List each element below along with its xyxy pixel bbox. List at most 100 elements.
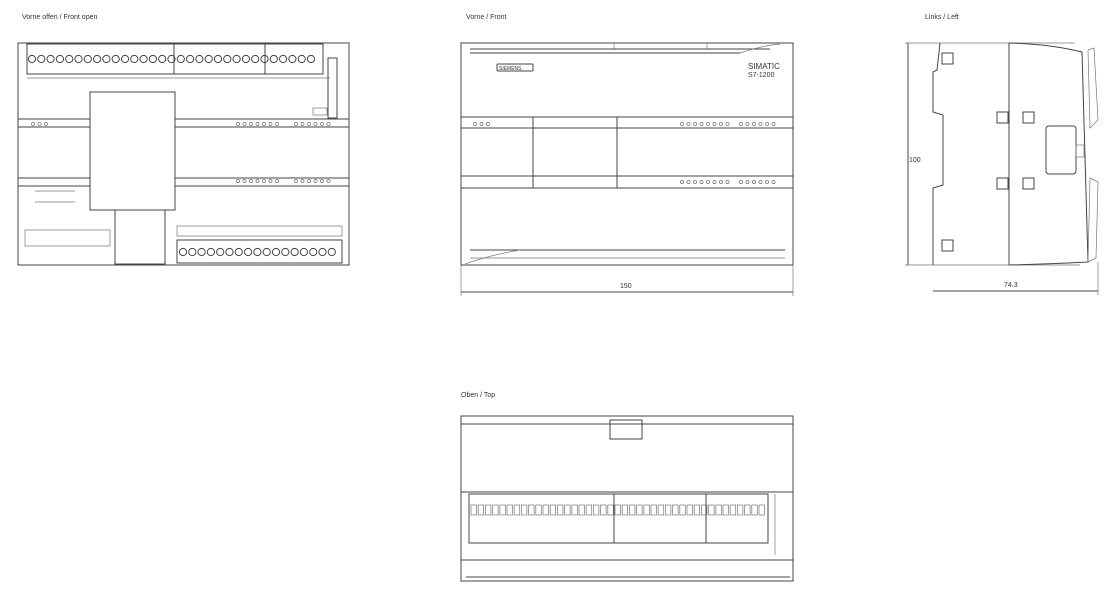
- terminal-screw: [195, 54, 204, 64]
- terminal-clamp: [485, 504, 492, 516]
- terminal-screw: [188, 247, 197, 257]
- terminal-screw: [130, 54, 139, 64]
- terminal-clamp: [521, 504, 528, 516]
- status-led: [294, 179, 298, 183]
- terminal-screw: [279, 54, 288, 64]
- terminal-screw: [213, 54, 223, 64]
- terminal-screw: [158, 54, 167, 64]
- status-led: [262, 179, 266, 183]
- terminal-clamp: [578, 504, 585, 516]
- status-led: [275, 122, 279, 126]
- status-led: [236, 122, 240, 126]
- status-led: [706, 180, 710, 184]
- terminal-screw: [27, 54, 37, 64]
- terminal-clamp: [643, 504, 650, 516]
- status-led: [249, 122, 253, 126]
- top-view: [460, 415, 794, 582]
- terminal-clamp: [557, 504, 564, 516]
- width-dimension-label: 150: [620, 283, 632, 290]
- terminal-screw: [281, 247, 290, 257]
- terminal-clamp: [693, 504, 701, 516]
- status-led: [752, 122, 756, 126]
- terminal-clamp: [542, 504, 549, 516]
- terminal-screw: [46, 54, 55, 64]
- terminal-screw: [225, 247, 234, 257]
- status-led: [486, 122, 490, 126]
- status-led: [758, 180, 763, 184]
- status-led: [37, 122, 42, 126]
- terminal-screw: [148, 54, 157, 64]
- io-status-leds: [31, 122, 331, 183]
- status-led: [739, 180, 743, 184]
- terminal-clamp: [593, 504, 600, 516]
- status-led: [479, 122, 484, 126]
- terminal-screw: [74, 54, 83, 64]
- status-led: [771, 180, 776, 184]
- status-led: [300, 179, 305, 183]
- status-led: [765, 122, 769, 126]
- status-led: [693, 180, 697, 184]
- terminal-screw: [318, 247, 327, 257]
- terminal-clamp: [607, 504, 614, 516]
- terminal-screw: [197, 247, 206, 257]
- terminal-clamp: [571, 504, 578, 516]
- status-led: [699, 122, 704, 126]
- status-led: [313, 179, 318, 183]
- status-led: [686, 180, 691, 184]
- terminal-screw: [299, 247, 308, 257]
- depth-dimension-label: 74.3: [1004, 282, 1018, 289]
- terminal-clamp: [564, 504, 571, 516]
- terminal-screw: [120, 54, 130, 64]
- status-led: [294, 122, 298, 126]
- terminal-clamp: [650, 504, 657, 516]
- terminal-screw: [232, 54, 241, 64]
- terminal-clamp: [751, 504, 758, 516]
- status-led: [307, 122, 311, 126]
- status-led: [326, 122, 331, 126]
- status-led: [262, 122, 266, 126]
- top-terminal-blocks: [470, 504, 765, 516]
- terminal-screw: [93, 54, 102, 64]
- status-led: [31, 122, 35, 126]
- status-led: [725, 180, 730, 184]
- terminal-screw: [271, 247, 281, 257]
- status-led: [326, 179, 331, 183]
- terminal-screw: [167, 54, 176, 64]
- left-view-title: Links / Left: [925, 14, 959, 21]
- status-led: [758, 122, 763, 126]
- terminal-clamp: [679, 504, 686, 516]
- terminal-clamp: [621, 504, 629, 516]
- terminal-screw: [176, 54, 185, 64]
- terminal-screw: [244, 247, 253, 257]
- terminal-clamp: [506, 504, 513, 516]
- terminal-screw: [306, 54, 316, 64]
- terminal-screw: [269, 54, 278, 64]
- status-led: [765, 180, 769, 184]
- terminal-clamp: [585, 504, 593, 516]
- status-led: [693, 122, 697, 126]
- terminal-clamp: [513, 504, 521, 516]
- terminal-clamp: [629, 504, 636, 516]
- top-view-title: Oben / Top: [461, 392, 495, 399]
- terminal-screw: [206, 247, 215, 257]
- terminal-clamp: [528, 504, 535, 516]
- status-led: [473, 122, 477, 126]
- front-open-view-title: Vorne offen / Front open: [22, 14, 97, 21]
- terminal-clamp: [686, 504, 693, 516]
- terminal-clamp: [737, 504, 744, 516]
- terminal-screw: [83, 54, 92, 64]
- terminal-clamp: [744, 504, 751, 516]
- terminal-clamp: [758, 504, 765, 516]
- terminal-screw: [186, 54, 195, 64]
- front-view: SIEMENS SIMATIC S7-1200 150: [460, 42, 794, 296]
- status-led: [745, 180, 750, 184]
- status-led: [236, 179, 240, 183]
- terminal-clamp: [499, 504, 506, 516]
- status-led: [300, 122, 305, 126]
- terminal-clamp: [535, 504, 542, 516]
- terminal-screw: [223, 54, 232, 64]
- terminal-clamp: [665, 504, 672, 516]
- status-led: [320, 179, 324, 183]
- terminal-screw: [297, 54, 306, 64]
